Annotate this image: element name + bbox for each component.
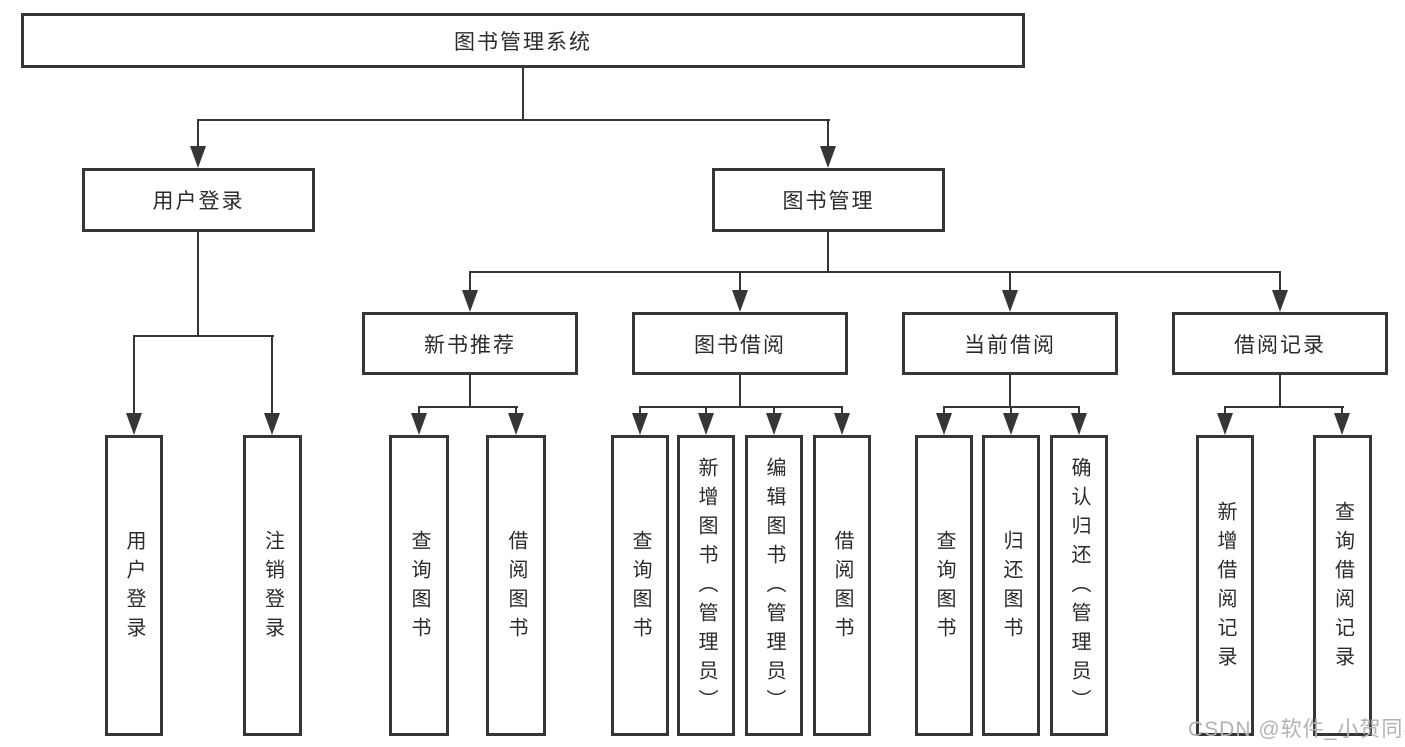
connector-new-book-stem: [469, 271, 471, 290]
node-current-borrowing-label: 当前借阅: [964, 333, 1056, 357]
connector-cb-stem: [1009, 375, 1011, 408]
watermark-text: CSDN @软件_小贺同学: [1188, 718, 1405, 741]
leaf-nb-query-books-label: 查询图书: [408, 529, 430, 646]
connector-leaf-logout-arrowhead: [264, 413, 280, 435]
connector-cb-leaf1-arrowhead: [936, 413, 952, 435]
connector-mgmt-bus: [469, 271, 1281, 273]
leaf-cb-return-books: 归还图书: [982, 435, 1040, 736]
leaf-br-add-record-label: 新增借阅记录: [1214, 500, 1236, 675]
connector-bb-leaf1-arrowhead: [632, 413, 648, 435]
connector-leaf-user-login-stem: [133, 335, 135, 413]
connector-bb-leaf4-arrowhead: [834, 413, 850, 435]
node-user-login-label: 用户登录: [152, 190, 245, 213]
connector-book-borrow-stem: [739, 271, 741, 290]
connector-bb-leaf2-stem: [705, 406, 707, 413]
leaf-logout-label: 注销登录: [261, 529, 284, 646]
connector-user-branch-stem: [197, 232, 199, 337]
node-root: 图书管理系统: [21, 13, 1025, 68]
connector-leaf-user-login-arrowhead: [126, 413, 142, 435]
leaf-cb-confirm-return-admin-label: 确认归还（管理员）: [1068, 457, 1090, 718]
connector-br-bus: [1224, 406, 1344, 408]
connector-bb-leaf2-arrowhead: [698, 413, 714, 435]
leaf-bb-query-books-label: 查询图书: [629, 529, 651, 646]
leaf-cb-return-books-label: 归还图书: [1000, 529, 1022, 646]
connector-br-leaf1-stem: [1224, 406, 1226, 413]
connector-bb-leaf1-stem: [639, 406, 641, 413]
leaf-bb-query-books: 查询图书: [611, 435, 669, 736]
leaf-logout: 注销登录: [243, 435, 302, 736]
leaf-user-login-label: 用户登录: [123, 529, 145, 646]
connector-user-login-stem: [197, 119, 199, 148]
leaf-nb-borrow-books-label: 借阅图书: [505, 529, 527, 646]
connector-cb-leaf2-arrowhead: [1003, 413, 1019, 435]
leaf-bb-add-books-admin-label: 新增图书（管理员）: [695, 457, 717, 718]
connector-bb-leaf3-arrowhead: [766, 413, 782, 435]
connector-root-stem: [522, 68, 524, 121]
node-current-borrowing: 当前借阅: [902, 312, 1118, 375]
leaf-bb-edit-books-admin-label: 编辑图书（管理员）: [763, 457, 785, 718]
leaf-bb-borrow-books: 借阅图书: [813, 435, 871, 736]
node-borrowing-records-label: 借阅记录: [1234, 333, 1326, 357]
node-book-management-label: 图书管理: [782, 190, 875, 213]
leaf-nb-borrow-books: 借阅图书: [486, 435, 546, 736]
connector-br-leaf2-stem: [1341, 406, 1343, 413]
connector-borrow-records-stem: [1279, 271, 1281, 290]
watermark: CSDN @软件_小贺同学: [1188, 713, 1405, 743]
connector-br-leaf1-arrowhead: [1217, 413, 1233, 435]
connector-book-mgmt-stem: [827, 119, 829, 148]
leaf-cb-query-books-label: 查询图书: [933, 529, 955, 646]
connector-cb-leaf3-stem: [1078, 406, 1080, 413]
leaf-br-add-record: 新增借阅记录: [1196, 435, 1254, 736]
connector-cb-leaf2-stem: [1010, 406, 1012, 413]
connector-book-borrow-arrowhead: [732, 290, 748, 312]
connector-nb-leaf1-stem: [418, 406, 420, 413]
connector-root-bus: [197, 119, 830, 121]
leaf-br-query-record: 查询借阅记录: [1313, 435, 1372, 736]
connector-cb-leaf3-arrowhead: [1071, 413, 1087, 435]
connector-nb-leaf2-stem: [515, 406, 517, 413]
connector-nb-stem: [469, 375, 471, 408]
connector-current-borrow-stem: [1009, 271, 1011, 290]
connector-bb-bus: [639, 406, 843, 408]
node-new-book-recommendation: 新书推荐: [362, 312, 578, 375]
connector-nb-leaf2-arrowhead: [508, 413, 524, 435]
connector-borrow-records-arrowhead: [1272, 290, 1288, 312]
connector-cb-leaf1-stem: [943, 406, 945, 413]
node-book-borrowing-label: 图书借阅: [694, 333, 786, 357]
connector-br-stem: [1279, 375, 1281, 408]
connector-user-login-arrowhead: [190, 146, 206, 168]
node-book-borrowing: 图书借阅: [632, 312, 848, 375]
leaf-nb-query-books: 查询图书: [389, 435, 449, 736]
leaf-br-query-record-label: 查询借阅记录: [1331, 500, 1354, 675]
leaf-bb-edit-books-admin: 编辑图书（管理员）: [745, 435, 803, 736]
connector-bb-leaf3-stem: [773, 406, 775, 413]
connector-nb-bus: [418, 406, 518, 408]
connector-br-leaf2-arrowhead: [1334, 413, 1350, 435]
leaf-bb-borrow-books-label: 借阅图书: [831, 529, 853, 646]
leaf-user-login: 用户登录: [105, 435, 163, 736]
connector-bb-leaf4-stem: [841, 406, 843, 413]
leaf-cb-query-books: 查询图书: [915, 435, 973, 736]
node-user-login: 用户登录: [82, 168, 315, 232]
node-book-management: 图书管理: [712, 168, 945, 232]
leaf-cb-confirm-return-admin: 确认归还（管理员）: [1050, 435, 1108, 736]
connector-mgmt-stem: [827, 232, 829, 273]
connector-current-borrow-arrowhead: [1002, 290, 1018, 312]
node-borrowing-records: 借阅记录: [1172, 312, 1388, 375]
node-root-label: 图书管理系统: [454, 30, 592, 54]
connector-leaf-logout-stem: [271, 335, 273, 413]
leaf-bb-add-books-admin: 新增图书（管理员）: [677, 435, 735, 736]
node-new-book-recommendation-label: 新书推荐: [424, 333, 516, 357]
connector-bb-stem: [739, 375, 741, 408]
connector-book-mgmt-arrowhead: [820, 146, 836, 168]
connector-user-branch-bus: [133, 335, 274, 337]
connector-nb-leaf1-arrowhead: [411, 413, 427, 435]
connector-new-book-arrowhead: [462, 290, 478, 312]
